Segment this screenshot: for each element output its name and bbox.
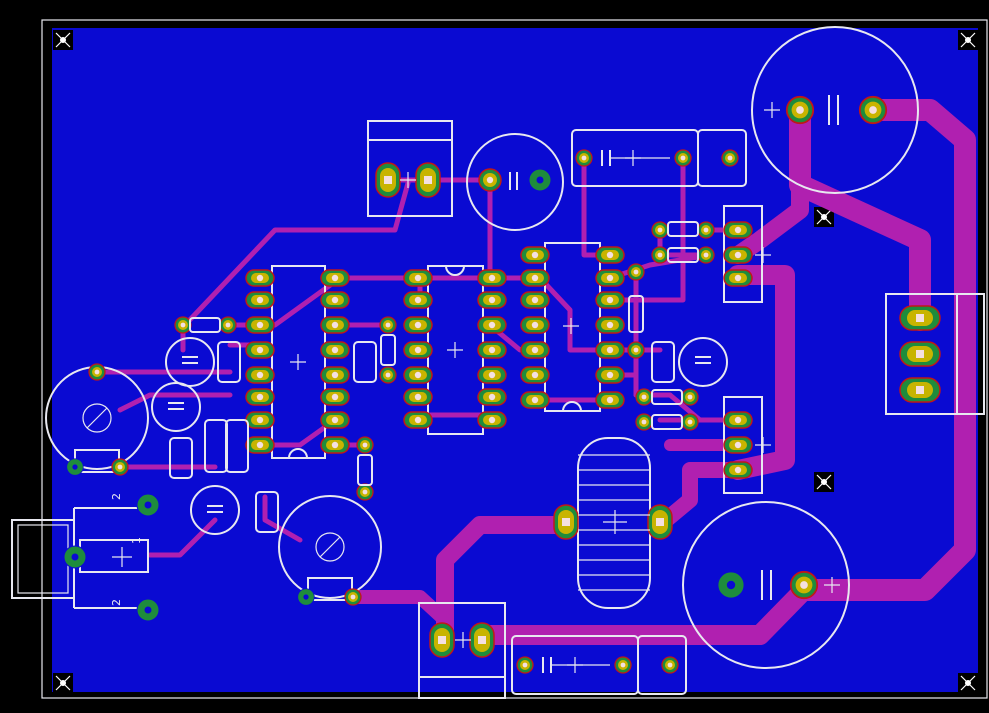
mounting-hole-icon — [52, 672, 74, 694]
pin-label-top: 2 — [110, 493, 123, 500]
pin-label-bottom: 2 — [110, 599, 123, 606]
silkscreen-layer — [11, 26, 985, 699]
origin-markers — [112, 102, 840, 673]
mounting-hole-icon — [957, 29, 979, 51]
pin-label-mid: 1 — [130, 537, 143, 544]
components-layer — [82, 95, 839, 673]
mounting-hole-icon — [813, 471, 835, 493]
mounting-hole-icon — [957, 672, 979, 694]
mounting-hole-icon — [52, 29, 74, 51]
board-outline — [41, 19, 988, 699]
